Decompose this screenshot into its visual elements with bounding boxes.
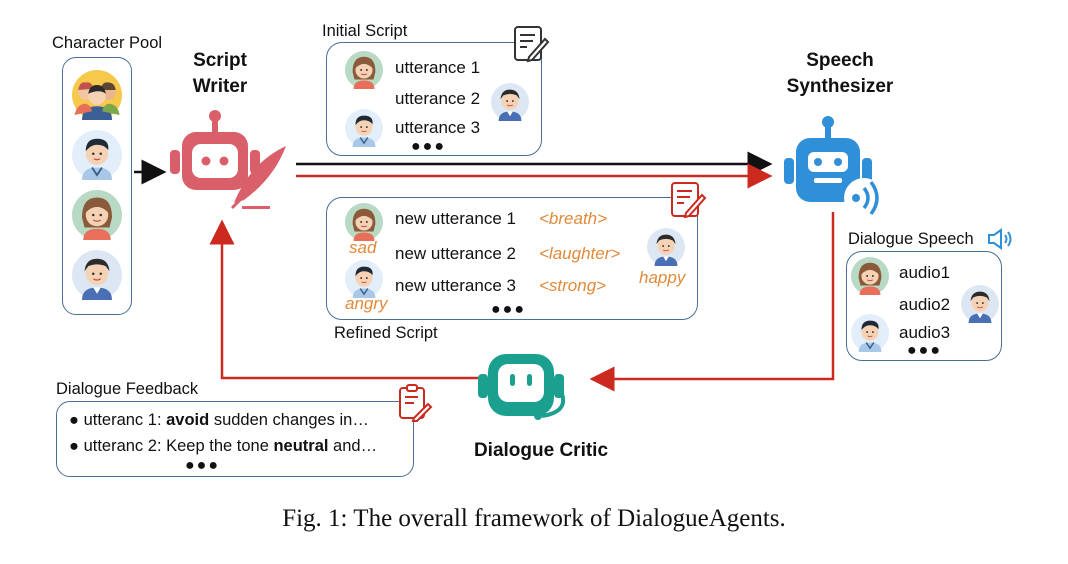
initial-man-avatar — [345, 109, 383, 147]
critic-to-writer-arrow — [209, 219, 478, 380]
speech-man-avatar — [851, 314, 889, 352]
feedback-item-1: ● utteranc 1: avoid sudden changes in… — [69, 411, 369, 429]
refined-emotion-angry: angry — [345, 294, 388, 313]
audio-1: audio1 — [899, 263, 951, 282]
initial-script-document-icon — [514, 26, 550, 63]
dialogue-feedback-more-dots: ●●● — [185, 457, 220, 474]
dialogue-feedback-box: ● utteranc 1: avoid sudden changes in… ●… — [56, 401, 414, 477]
initial-script-label: Initial Script — [322, 22, 408, 40]
figure-caption: Fig. 1: The overall framework of Dialogu… — [282, 505, 786, 532]
writer-to-synthesizer-arrows — [296, 151, 773, 189]
character-girl-avatar — [72, 190, 122, 240]
dialogue-critic-robot-icon — [478, 354, 565, 420]
character-man-avatar — [72, 130, 122, 180]
dialogue-speech-more-dots: ●●● — [907, 342, 942, 359]
initial-script-more-dots: ●●● — [411, 138, 446, 155]
initial-script-box: utterance 1 utterance 2 utterance 3 ●●● — [326, 42, 542, 156]
initial-boy-avatar — [491, 83, 529, 121]
script-writer-robot-icon — [170, 110, 286, 210]
synthesizer-to-critic-arrow — [589, 212, 835, 392]
refined-script-document-icon — [671, 182, 707, 219]
dialogue-feedback-label: Dialogue Feedback — [56, 380, 199, 398]
dialogue-speech-box: audio1 audio2 audio3 ●●● — [846, 251, 1002, 361]
refined-tag-breath: <breath> — [539, 209, 608, 228]
dialogue-critic-label: Dialogue Critic — [473, 440, 609, 461]
character-group-avatar — [72, 70, 122, 120]
initial-utterance-1: utterance 1 — [395, 58, 481, 77]
refined-emotion-happy: happy — [639, 268, 686, 287]
initial-utterance-2: utterance 2 — [395, 89, 481, 108]
pool-to-writer-arrow — [134, 159, 167, 185]
initial-utterance-3: utterance 3 — [395, 118, 481, 137]
speech-synthesizer-label-line2: Synthesizer — [786, 76, 894, 97]
speech-boy-avatar — [961, 285, 999, 323]
script-writer-label-line2: Writer — [192, 76, 248, 97]
audio-3: audio3 — [899, 323, 951, 342]
refined-script-more-dots: ●●● — [491, 301, 526, 318]
refined-script-label: Refined Script — [334, 324, 438, 342]
refined-utterance-1: new utterance 1 — [395, 209, 516, 228]
dialogue-speech-label: Dialogue Speech — [848, 230, 974, 248]
character-boy-avatar — [72, 250, 122, 300]
feedback-item-2: ● utteranc 2: Keep the tone neutral and… — [69, 437, 378, 455]
speech-synthesizer-label-line1: Speech — [806, 50, 874, 71]
character-pool-label: Character Pool — [52, 34, 163, 52]
refined-tag-laughter: <laughter> — [539, 244, 621, 263]
speaker-icon — [988, 228, 1012, 250]
refined-utterance-2: new utterance 2 — [395, 244, 516, 263]
speech-girl-avatar — [851, 257, 889, 295]
refined-tag-strong: <strong> — [539, 276, 607, 295]
refined-emotion-sad: sad — [349, 238, 377, 257]
script-writer-label-line1: Script — [193, 50, 247, 71]
audio-2: audio2 — [899, 295, 951, 314]
feedback-edit-icon — [399, 384, 433, 422]
speech-synthesizer-robot-icon — [784, 116, 884, 218]
initial-girl-avatar — [345, 51, 383, 89]
refined-script-box: sad new utterance 1 <breath> new utteran… — [326, 197, 698, 320]
character-pool-box — [62, 57, 132, 315]
refined-utterance-3: new utterance 3 — [395, 276, 516, 295]
